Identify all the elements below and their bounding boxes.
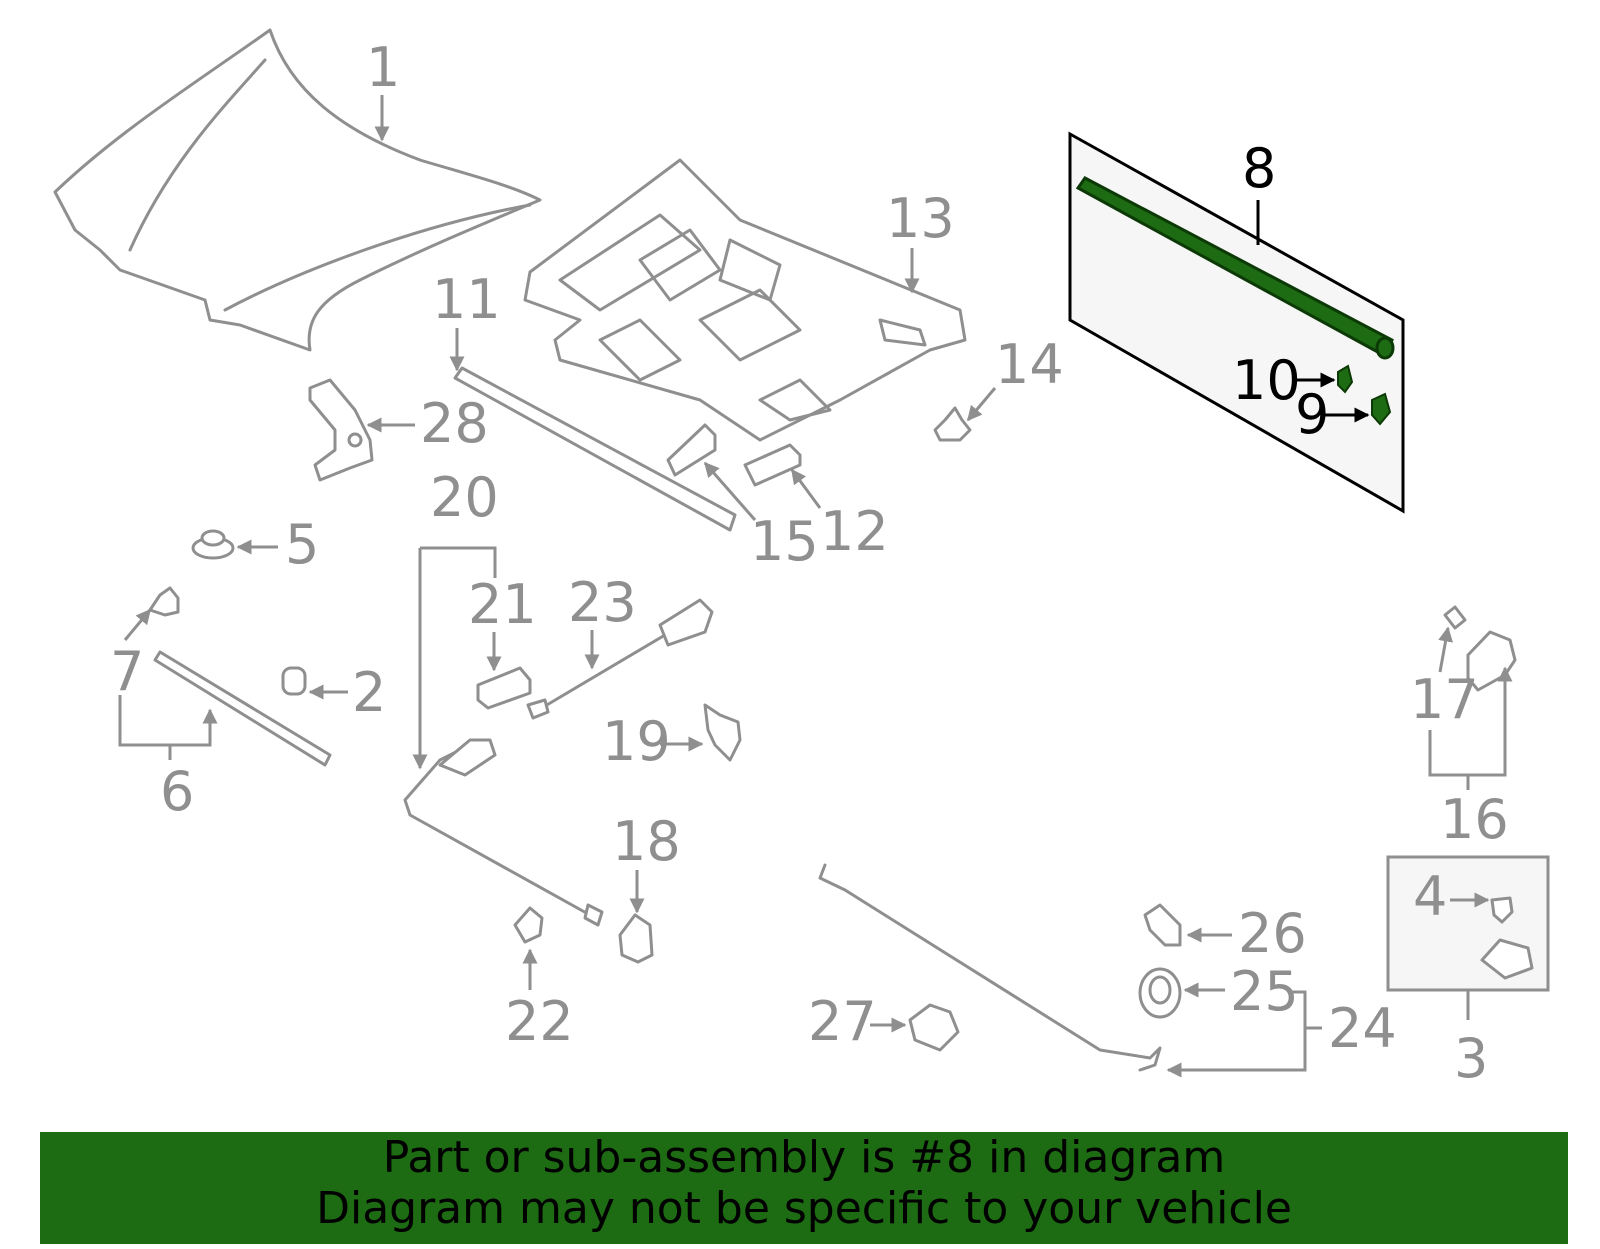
callout-18: 18 <box>612 810 681 873</box>
callout-22: 22 <box>505 990 574 1053</box>
callout-7: 7 <box>110 640 144 703</box>
callout-27: 27 <box>808 990 877 1053</box>
clip-19-part <box>703 703 742 762</box>
release-cable-20-part <box>403 738 604 927</box>
clip-22-part <box>513 906 544 944</box>
grommet-5-part <box>191 529 235 560</box>
callout-20: 20 <box>430 466 499 529</box>
callout-15: 15 <box>750 510 819 573</box>
pad-21-part <box>476 666 532 710</box>
callout-14: 14 <box>995 333 1064 396</box>
clip-27-part <box>908 1003 960 1052</box>
bumper-2-part <box>281 666 307 696</box>
callout-13: 13 <box>886 187 955 250</box>
kit-box-3 <box>1386 855 1550 992</box>
hood-insulator-part <box>523 158 967 442</box>
callout-2: 2 <box>352 661 386 724</box>
hood-hinge-part <box>308 378 374 482</box>
seal-strip-6-part <box>153 650 332 767</box>
callout-11: 11 <box>432 268 501 331</box>
callout-25: 25 <box>1230 960 1299 1023</box>
callout-10: 10 <box>1232 349 1301 412</box>
clip-7-part <box>148 586 180 617</box>
callout-4: 4 <box>1413 865 1447 928</box>
clip-18-part <box>618 913 654 964</box>
latch-rod-24-part <box>818 863 1162 1072</box>
callout-12: 12 <box>820 500 889 563</box>
callout-8: 8 <box>1242 137 1276 200</box>
bracket-12-part <box>743 443 802 487</box>
highlight-panel-8 <box>1068 131 1405 514</box>
clip-25-part <box>1138 967 1182 1019</box>
clip-17-part <box>1443 605 1467 630</box>
callout-17: 17 <box>1410 668 1479 731</box>
prop-rod-23-part <box>526 598 714 720</box>
callout-19: 19 <box>602 710 671 773</box>
callout-23: 23 <box>568 571 637 634</box>
info-banner: Part or sub-assembly is #8 in diagram Di… <box>40 1132 1568 1244</box>
callout-16: 16 <box>1440 788 1509 851</box>
callout-24: 24 <box>1328 997 1397 1060</box>
hood-part <box>53 28 542 352</box>
bracket-15-part <box>666 423 717 477</box>
callout-26: 26 <box>1238 902 1307 965</box>
callout-28: 28 <box>420 392 489 455</box>
banner-line-2: Diagram may not be specific to your vehi… <box>316 1183 1292 1234</box>
callout-3: 3 <box>1454 1027 1488 1090</box>
callout-21: 21 <box>468 573 537 636</box>
callout-6: 6 <box>160 760 194 823</box>
clip-14-part <box>933 406 972 442</box>
callout-5: 5 <box>285 513 319 576</box>
banner-line-1: Part or sub-assembly is #8 in diagram <box>382 1132 1226 1183</box>
callout-1: 1 <box>366 36 400 99</box>
clip-26-part <box>1143 903 1182 947</box>
